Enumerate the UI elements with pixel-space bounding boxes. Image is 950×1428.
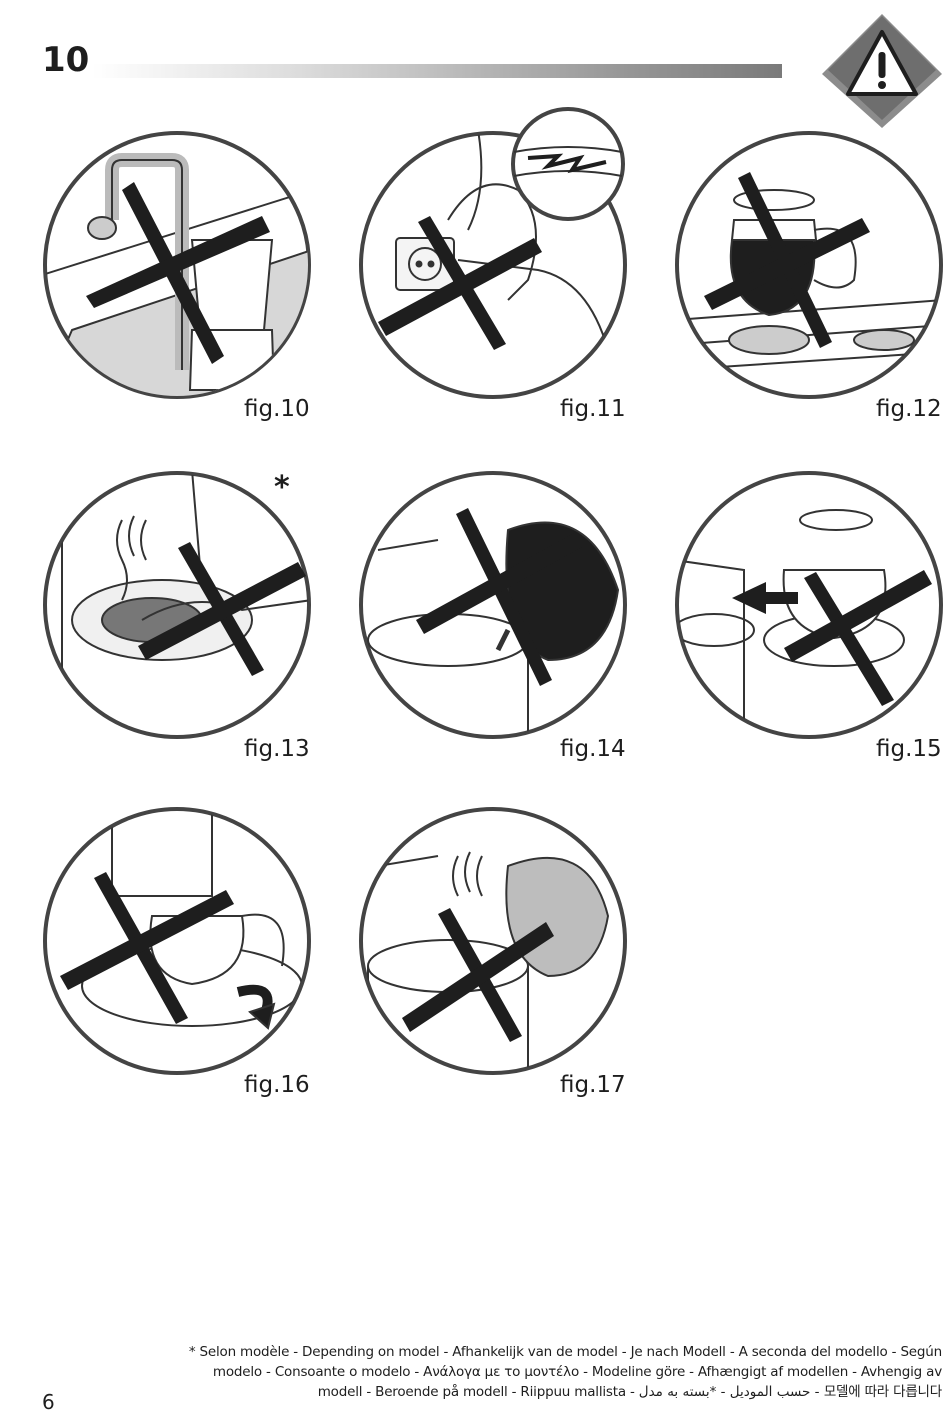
pour-hot-into-tank-illustration — [359, 471, 627, 739]
figure-10: fig.10 — [42, 130, 332, 430]
figure-caption: fig.11 — [560, 396, 626, 422]
prohibition-cross-icon — [60, 872, 234, 1024]
prohibition-cross-icon — [416, 508, 584, 686]
section-number: 10 — [42, 40, 90, 80]
jug-on-hob-illustration — [675, 131, 943, 399]
pour-hot-water-tank-illustration — [359, 807, 627, 1075]
footnote-line: * Selon modèle - Depending on model - Af… — [188, 1344, 942, 1360]
prohibition-cross-icon — [86, 182, 270, 364]
footnote-line: modelo - Consoante o modelo - Ανάλογα με… — [212, 1364, 942, 1380]
footnote-line: modell - Beroende på modell - Riippuu ma… — [317, 1384, 942, 1400]
model-footnote: * Selon modèle - Depending on model - Af… — [122, 1342, 942, 1402]
figure-caption: fig.17 — [560, 1072, 626, 1098]
touch-hot-plate-illustration — [43, 471, 311, 739]
prohibition-cross-icon — [138, 542, 306, 676]
figure-caption: fig.12 — [876, 396, 942, 422]
figure-12: fig.12 — [674, 130, 950, 430]
warning-triangle-icon — [822, 14, 942, 128]
prohibition-cross-icon — [704, 172, 870, 348]
figure-13: fig.13 — [42, 470, 332, 770]
figure-11: fig.11 — [358, 107, 648, 430]
figure-caption: fig.16 — [244, 1072, 310, 1098]
remove-jug-early-illustration — [675, 471, 943, 739]
asterisk-mark: * — [274, 470, 290, 505]
prohibition-cross-icon — [784, 570, 932, 706]
figure-caption: fig.10 — [244, 396, 310, 422]
figure-17: fig.17 — [358, 806, 648, 1106]
carafe-under-tap-illustration — [43, 131, 311, 399]
figure-caption: fig.13 — [244, 736, 310, 762]
page-number: 6 — [42, 1390, 55, 1414]
figure-caption: fig.14 — [560, 736, 626, 762]
header-gradient-bar — [92, 64, 782, 78]
damaged-cable-zoom-icon — [511, 107, 625, 221]
figure-caption: fig.15 — [876, 736, 942, 762]
figure-16: fig.16 — [42, 806, 332, 1106]
prohibition-cross-icon — [402, 908, 554, 1042]
figure-15: fig.15 — [674, 470, 950, 770]
figure-14: fig.14 — [358, 470, 648, 770]
rotate-jug-on-plate-illustration — [43, 807, 311, 1075]
prohibition-cross-icon — [378, 216, 542, 350]
